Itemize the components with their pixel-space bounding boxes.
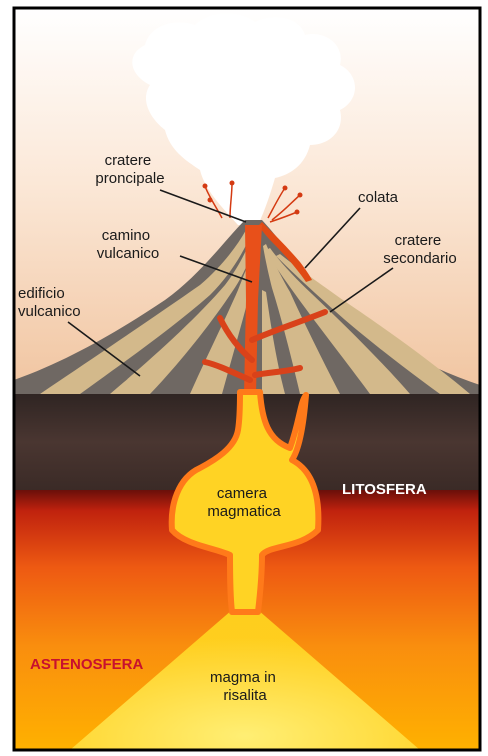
label-cratere-principale: cratere proncipale <box>95 152 164 187</box>
label-colata: colata <box>358 189 399 206</box>
label-camino-vulcanico: camino vulcanico <box>97 227 160 262</box>
label-astenosfera: ASTENOSFERA <box>30 656 144 673</box>
label-camera-magmatica: camera magmatica <box>207 485 281 520</box>
label-litosfera: LITOSFERA <box>342 481 427 498</box>
